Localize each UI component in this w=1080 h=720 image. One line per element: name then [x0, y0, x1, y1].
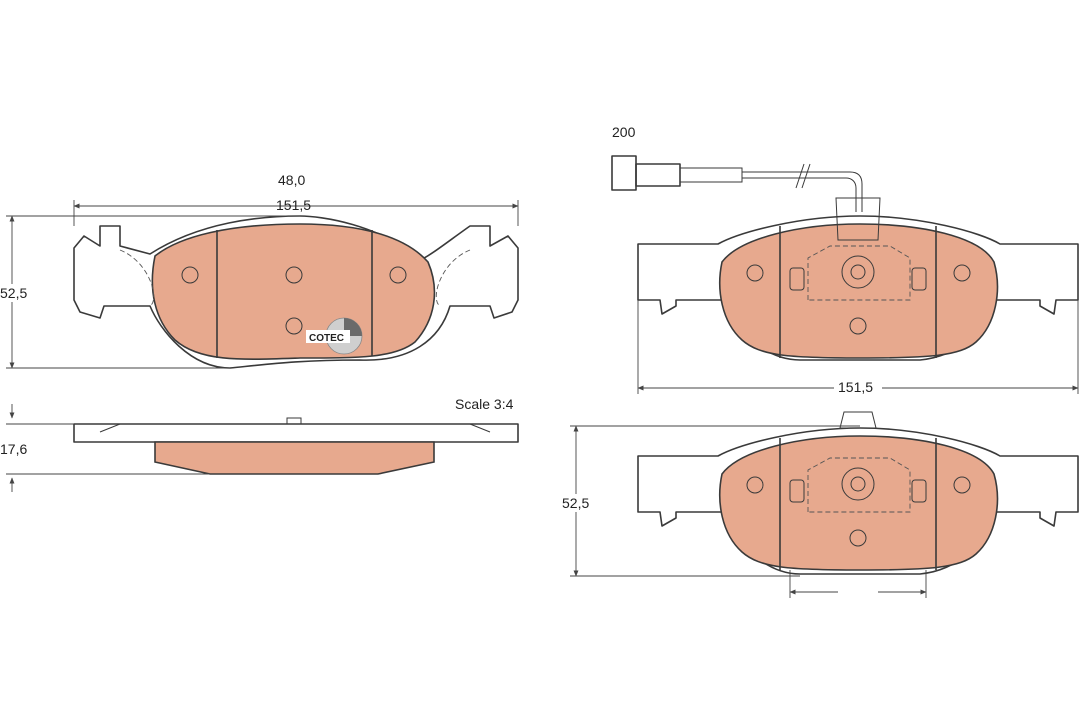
- clip: [911, 479, 927, 503]
- sensor-ring: [841, 467, 875, 501]
- side-thickness-label: 17,6: [0, 441, 27, 457]
- pad-front-view-with-sensor: 200 151,5: [611, 124, 1079, 395]
- clip: [789, 479, 805, 503]
- friction-material-side: [154, 441, 435, 475]
- wear-sensor: 200: [611, 124, 863, 212]
- spring-clip: [286, 417, 302, 425]
- cotec-logo: COTEC: [306, 317, 363, 355]
- logo-text: COTEC: [309, 333, 344, 344]
- width-label: 151,5: [276, 197, 311, 213]
- sensor-ring: [841, 255, 875, 289]
- width-label: 151,5: [838, 379, 873, 395]
- clip: [789, 267, 805, 291]
- hole: [849, 529, 867, 547]
- hole: [746, 476, 764, 494]
- hidden-line: [119, 249, 155, 307]
- hole: [285, 266, 303, 284]
- pad-front-view-left: COTEC: [73, 215, 519, 369]
- sensor-connector: [611, 155, 637, 191]
- hidden-line: [435, 249, 471, 307]
- friction-material: [719, 435, 999, 571]
- height-label: 52,5: [0, 285, 27, 301]
- sensor-core: [850, 476, 866, 492]
- sensor-tab: [835, 197, 881, 241]
- hole: [953, 476, 971, 494]
- pad-front-view-bottom: 52,5: [560, 411, 1079, 598]
- sensor-tab: [839, 411, 877, 429]
- friction-material: [719, 223, 999, 359]
- sensor-core: [850, 264, 866, 280]
- wire-break-mark: [795, 163, 811, 189]
- hole: [389, 266, 407, 284]
- sensor-connector-body: [635, 163, 681, 187]
- height-label: 52,5: [562, 495, 589, 511]
- thickness-label: 48,0: [278, 172, 305, 188]
- scale-label: Scale 3:4: [455, 396, 514, 412]
- hole: [746, 264, 764, 282]
- hidden-line: [99, 423, 491, 433]
- backing-plate-side: [73, 423, 519, 443]
- hole: [849, 317, 867, 335]
- sensor-housing-hidden: [807, 457, 911, 513]
- dimensions-top-left: 48,0 151,5 52,5: [0, 172, 519, 369]
- sensor-housing-hidden: [807, 245, 911, 301]
- pad-side-view: 17,6 Scale 3:4: [0, 396, 519, 492]
- sensor-wire: [742, 171, 863, 212]
- wire-length-label: 200: [612, 124, 636, 140]
- hole: [181, 266, 199, 284]
- hole: [285, 317, 303, 335]
- friction-material: [151, 223, 436, 360]
- clip: [911, 267, 927, 291]
- sensor-sleeve: [679, 167, 743, 183]
- hole: [953, 264, 971, 282]
